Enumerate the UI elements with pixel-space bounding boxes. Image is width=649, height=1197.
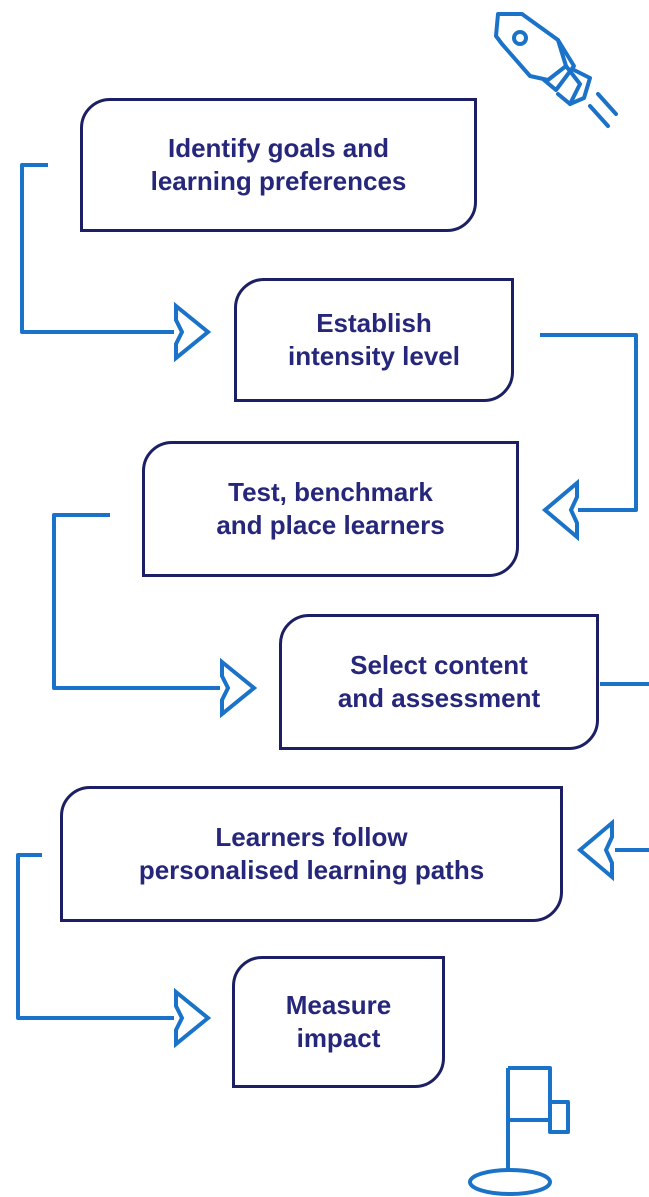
step-3-line-1: Test, benchmark: [228, 477, 433, 507]
arrowhead-4: [576, 818, 614, 882]
step-5-box: Learners follow personalised learning pa…: [60, 786, 563, 922]
connector-2: [540, 333, 638, 512]
connector-1: [20, 163, 174, 334]
arrowhead-5: [174, 987, 212, 1049]
step-2-line-1: Establish: [316, 308, 432, 338]
step-6-line-2: impact: [296, 1023, 381, 1053]
step-4-line-1: Select content: [350, 650, 528, 680]
rocket-icon: [494, 12, 618, 128]
connector-5: [16, 853, 174, 1020]
arrowhead-1: [174, 301, 212, 363]
step-2-box: Establish intensity level: [234, 278, 514, 402]
step-3-line-2: and place learners: [216, 510, 445, 540]
arrowhead-3: [220, 657, 258, 719]
connector-3: [52, 513, 220, 690]
step-1-box: Identify goals and learning preferences: [80, 98, 477, 232]
step-6-box: Measure impact: [232, 956, 445, 1088]
step-1-line-2: learning preferences: [150, 166, 407, 196]
step-3-box: Test, benchmark and place learners: [142, 441, 519, 577]
step-6-line-1: Measure: [285, 990, 392, 1020]
step-4-line-2: and assessment: [337, 683, 541, 713]
step-5-line-2: personalised learning paths: [138, 855, 485, 885]
step-2-line-2: intensity level: [288, 341, 460, 371]
step-1-line-1: Identify goals and: [167, 133, 390, 163]
arrowhead-2: [541, 478, 579, 542]
step-5-line-1: Learners follow: [215, 822, 408, 852]
flag-icon: [468, 1066, 570, 1196]
step-4-box: Select content and assessment: [279, 614, 599, 750]
